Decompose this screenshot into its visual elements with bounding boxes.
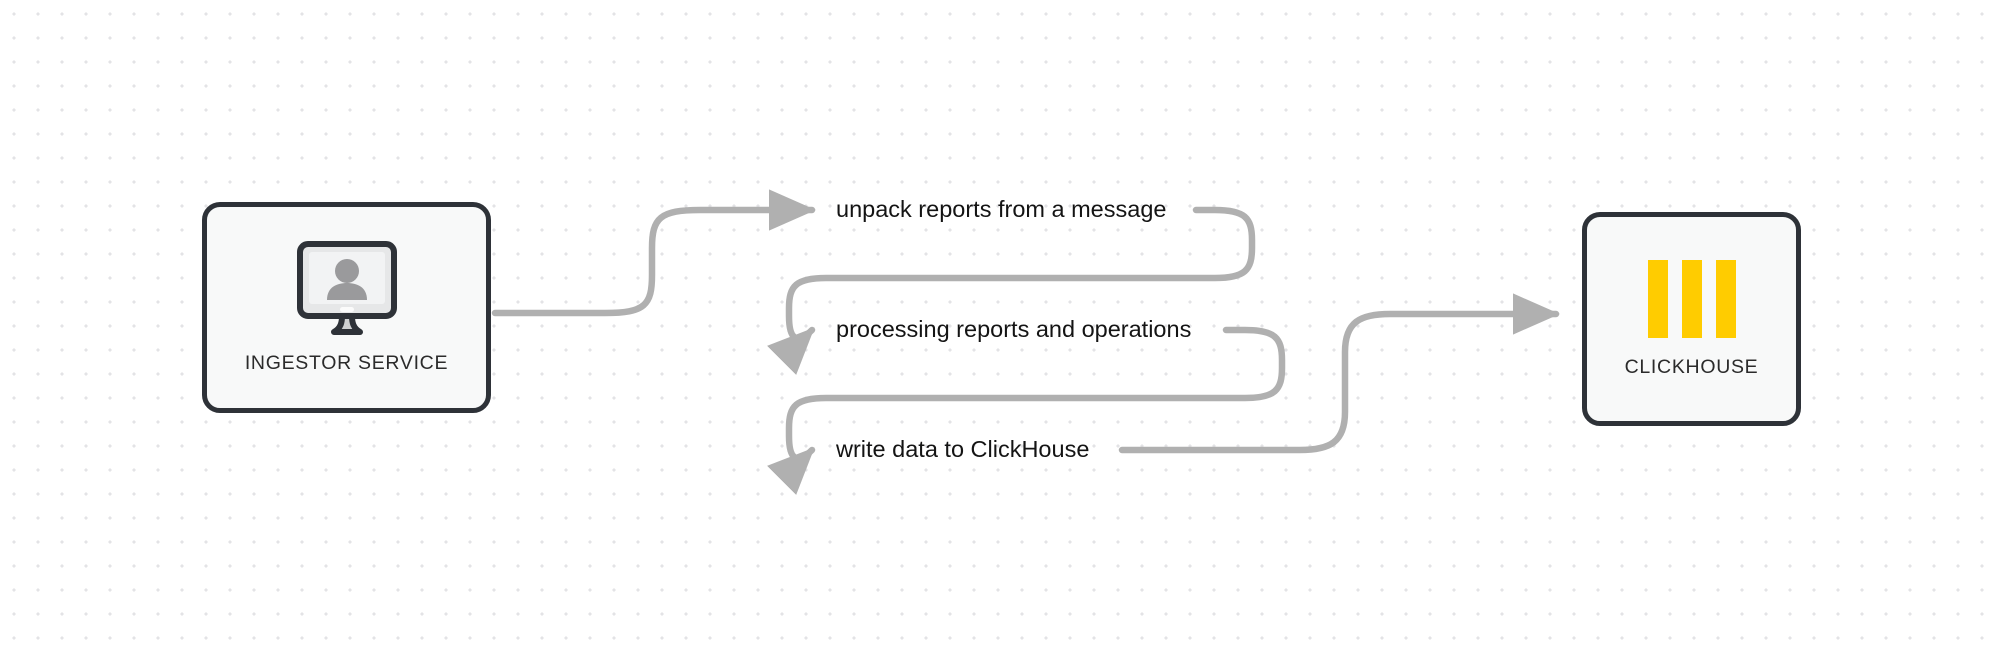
node-clickhouse-label: CLICKHOUSE bbox=[1624, 355, 1759, 378]
node-ingestor-service[interactable]: INGESTOR SERVICE bbox=[202, 202, 491, 413]
monitor-user-icon bbox=[293, 240, 401, 336]
clickhouse-logo-bar bbox=[1715, 259, 1736, 338]
edge-path-1 bbox=[491, 189, 816, 317]
edge-label-unpack-reports: unpack reports from a message bbox=[836, 196, 1167, 222]
clickhouse-logo-bar bbox=[1647, 259, 1668, 338]
clickhouse-logo-bar bbox=[1681, 259, 1702, 338]
edge-label-write-data: write data to ClickHouse bbox=[836, 436, 1090, 462]
clickhouse-logo-icon bbox=[1647, 259, 1736, 338]
node-ingestor-label: INGESTOR SERVICE bbox=[244, 352, 449, 374]
edge-label-processing-reports: processing reports and operations bbox=[836, 316, 1192, 342]
node-clickhouse[interactable]: CLICKHOUSE bbox=[1582, 212, 1801, 426]
